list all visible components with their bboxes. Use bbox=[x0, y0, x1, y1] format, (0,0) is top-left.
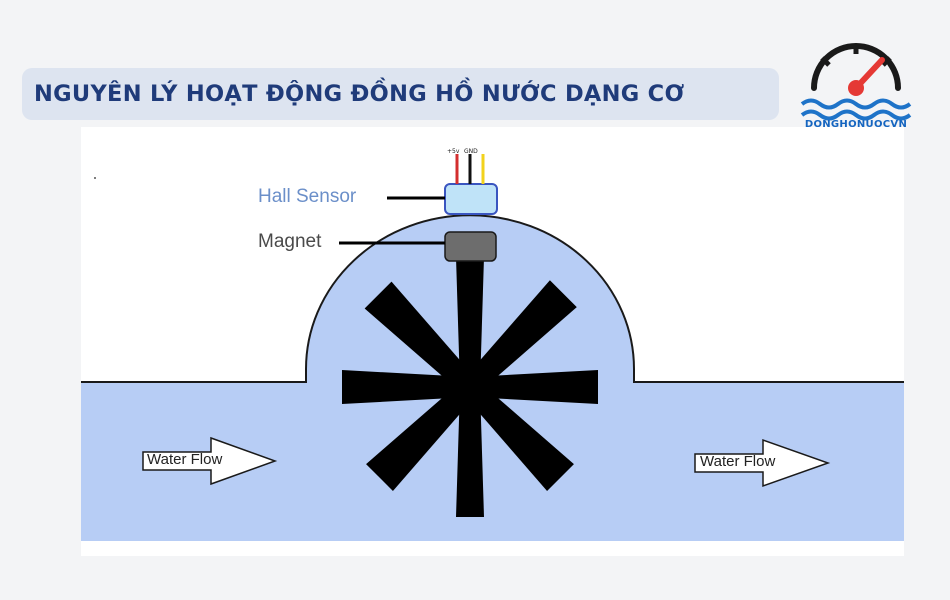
pipe-outline bbox=[81, 214, 904, 383]
page-title: NGUYÊN LÝ HOẠT ĐỘNG ĐỒNG HỒ NƯỚC DẠNG CƠ bbox=[34, 81, 685, 107]
flow-meter-diagram: +5v GND Hall Sensor Magnet Water Flow Wa… bbox=[81, 127, 904, 556]
magnet bbox=[444, 231, 497, 262]
magnet-label: Magnet bbox=[258, 231, 322, 252]
wire-plus-label: +5v bbox=[447, 148, 460, 155]
brand-logo bbox=[800, 30, 912, 140]
flow-arrow-right bbox=[694, 438, 831, 488]
wire-gnd-label: GND bbox=[464, 148, 478, 155]
diagram-canvas bbox=[81, 154, 904, 541]
hall-sensor bbox=[444, 183, 498, 215]
hall-sensor-label: Hall Sensor bbox=[258, 186, 357, 207]
brand-logo-text: DONGHONUOCVN bbox=[804, 119, 908, 130]
rotor bbox=[342, 257, 598, 517]
water-flow-label-right: Water Flow bbox=[700, 453, 776, 470]
flow-arrow-left bbox=[142, 436, 278, 486]
water-flow-label-left: Water Flow bbox=[147, 451, 223, 468]
title-banner: NGUYÊN LÝ HOẠT ĐỘNG ĐỒNG HỒ NƯỚC DẠNG CƠ bbox=[22, 68, 779, 120]
gauge-icon bbox=[800, 43, 912, 121]
